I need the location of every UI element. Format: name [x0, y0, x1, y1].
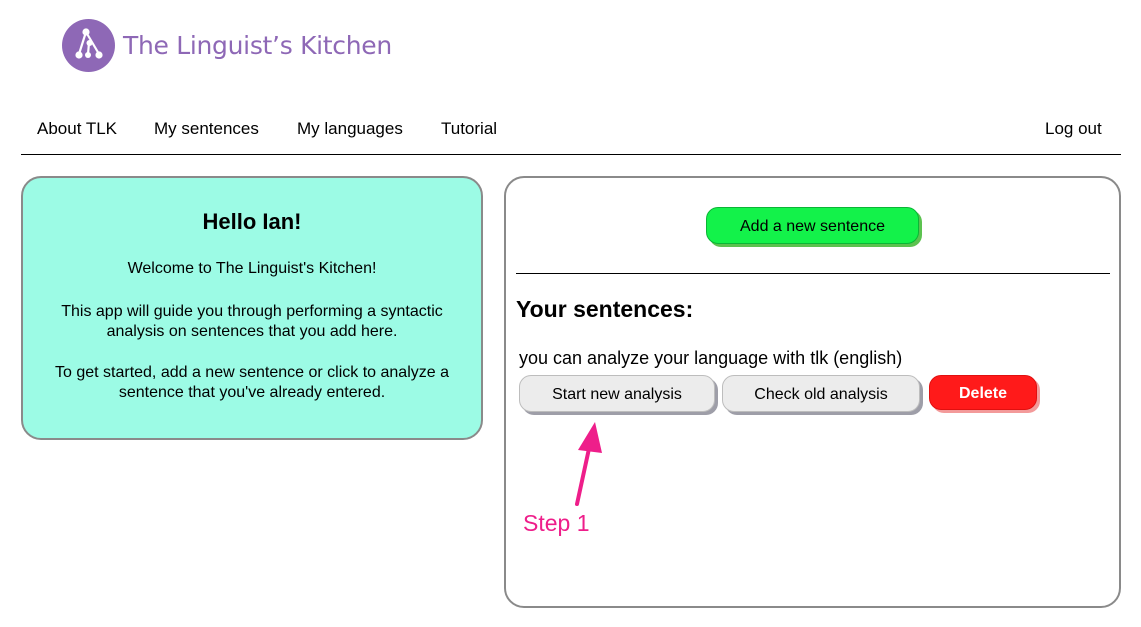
welcome-card: Hello Ian! Welcome to The Linguist's Kit… [21, 176, 483, 440]
welcome-line: Welcome to The Linguist's Kitchen! [127, 260, 377, 277]
top-nav: About TLK My sentences My languages Tuto… [21, 110, 1121, 154]
sentences-divider [516, 273, 1110, 274]
add-sentence-button[interactable]: Add a new sentence [706, 207, 919, 244]
delete-sentence-button[interactable]: Delete [929, 375, 1037, 410]
logout-link[interactable]: Log out [1045, 119, 1102, 138]
sentence-text: you can analyze your language with tlk (… [519, 348, 903, 368]
step-annotation-label: Step 1 [523, 510, 590, 536]
tree-diagram-icon [62, 18, 115, 72]
app-logo[interactable]: The Linguist’s Kitchen [62, 18, 392, 72]
sentences-card: Add a new sentence Your sentences: you c… [504, 176, 1121, 608]
check-analysis-button[interactable]: Check old analysis [722, 375, 920, 412]
nav-my-languages[interactable]: My languages [297, 119, 403, 138]
getting-started-text: To get started, add a new sentence or cl… [54, 364, 449, 401]
nav-divider [21, 154, 1121, 155]
start-analysis-button[interactable]: Start new analysis [519, 375, 715, 412]
nav-about-tlk[interactable]: About TLK [37, 119, 118, 138]
nav-my-sentences[interactable]: My sentences [154, 119, 259, 138]
sentences-heading: Your sentences: [516, 296, 694, 322]
greeting-heading: Hello Ian! [202, 209, 302, 234]
arrow-up-icon [575, 422, 602, 506]
nav-tutorial[interactable]: Tutorial [441, 119, 498, 138]
logo-text: The Linguist’s Kitchen [123, 30, 392, 60]
intro-text: This app will guide you through performi… [61, 303, 443, 340]
